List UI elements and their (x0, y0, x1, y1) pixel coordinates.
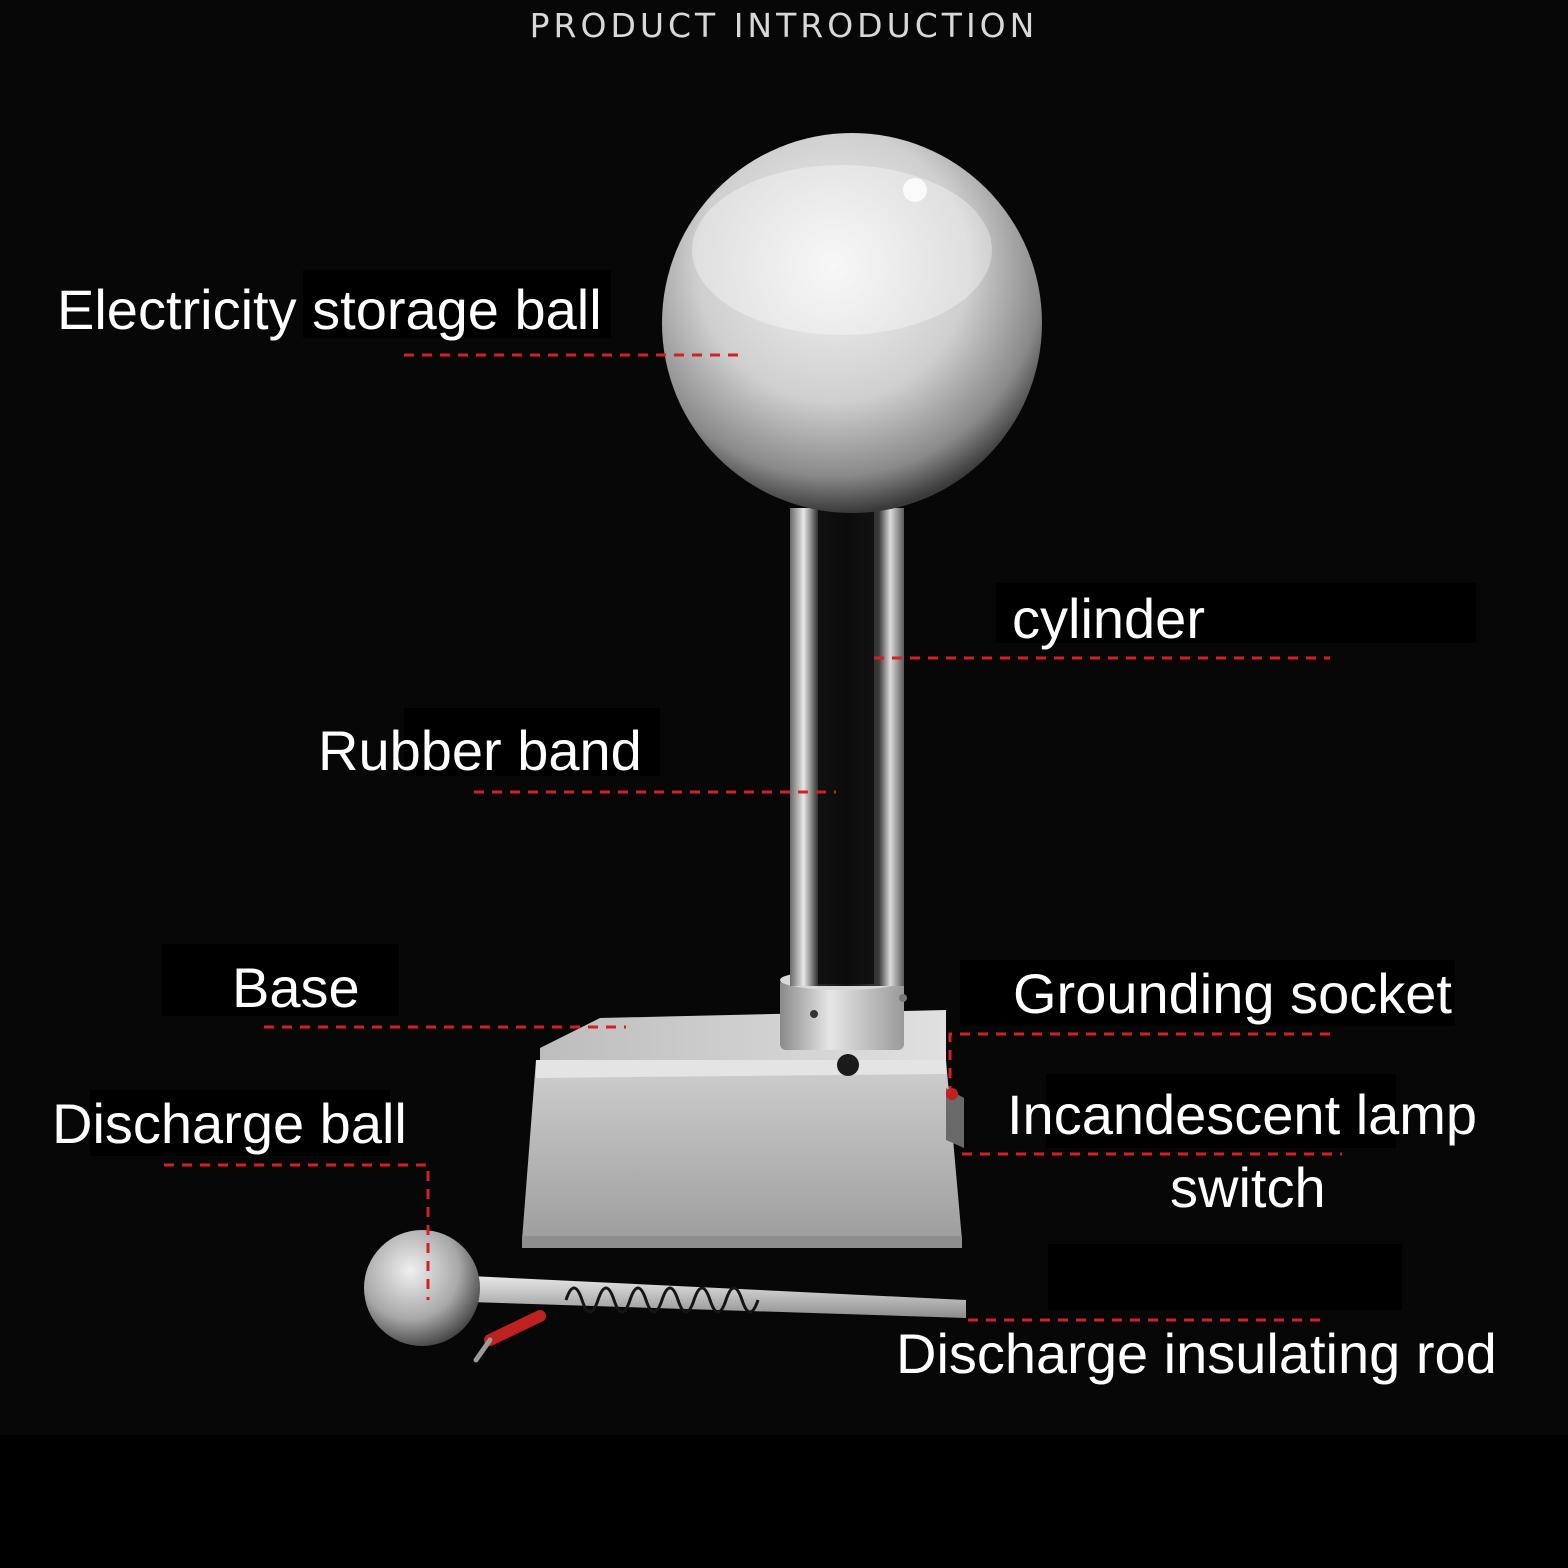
page-heading: PRODUCT INTRODUCTION (529, 6, 1039, 45)
label-electricity-storage-ball: Electricity storage ball (57, 278, 602, 341)
label-discharge-insulating-rod: Discharge insulating rod (896, 1322, 1497, 1385)
label-incandescent-lamp: Incandescent lamp (1007, 1083, 1478, 1146)
storage-sphere (662, 133, 1042, 513)
label-backdrops (90, 270, 1476, 1310)
bottom-band (0, 1435, 1568, 1568)
label-base: Base (232, 956, 360, 1019)
label-rubber-band: Rubber band (318, 719, 642, 782)
rubber-band-strip (818, 510, 874, 984)
label-switch: switch (1170, 1156, 1326, 1219)
leader-lines (164, 353, 1342, 1322)
base-body (522, 1010, 964, 1248)
label-cylinder: cylinder (1012, 587, 1205, 650)
label-discharge-ball: Discharge ball (52, 1092, 407, 1155)
label-grounding-socket: Grounding socket (1013, 962, 1452, 1025)
discharge-rod-assembly (364, 1230, 966, 1363)
